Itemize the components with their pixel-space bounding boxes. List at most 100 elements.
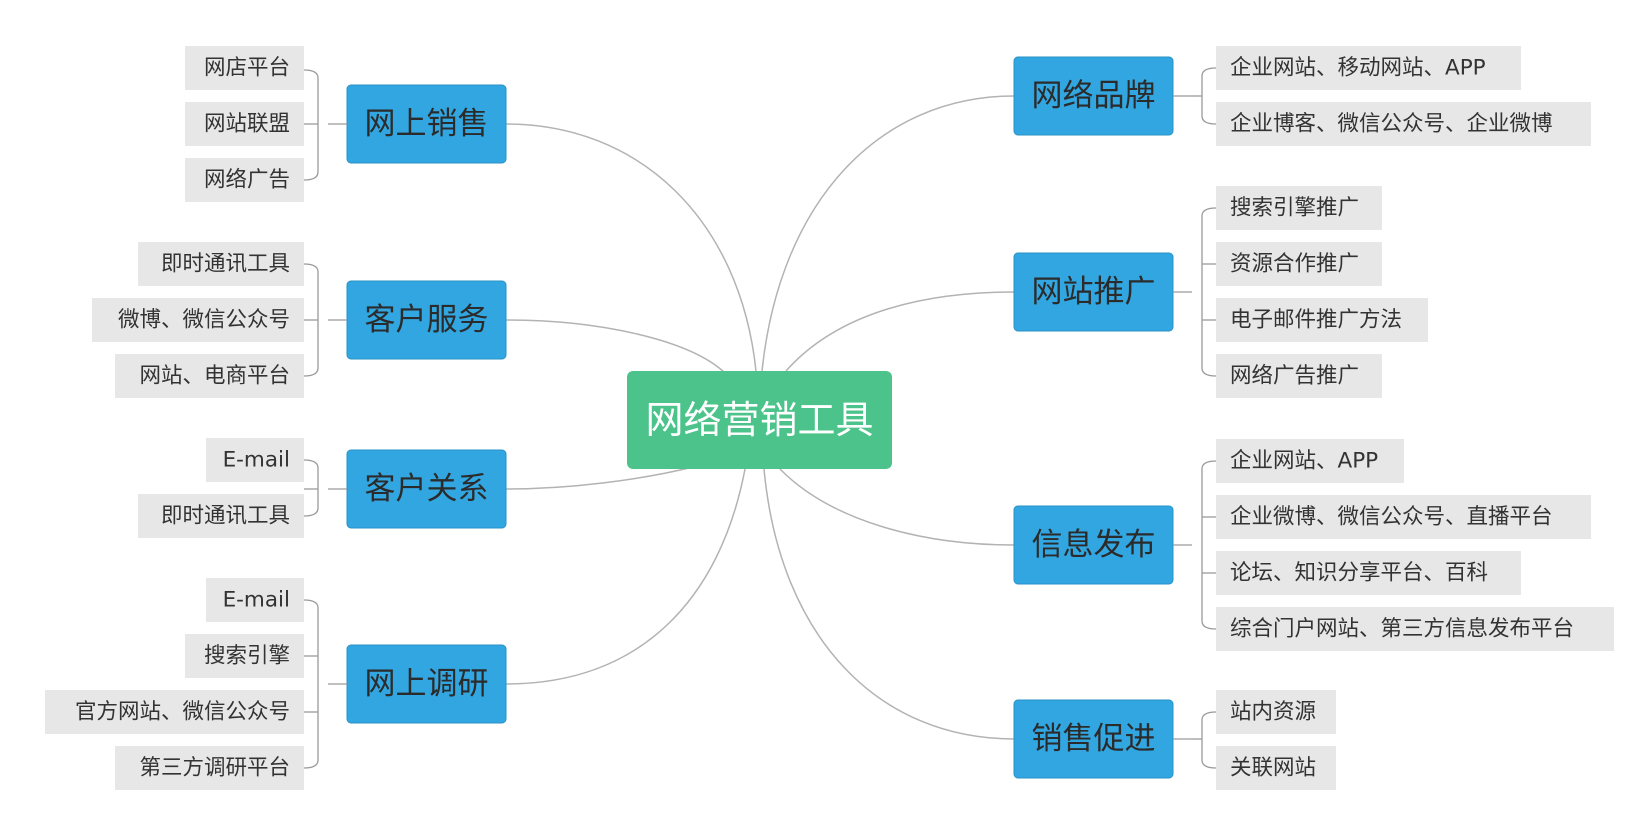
bracket-online-research — [303, 599, 347, 769]
leaf-label: 综合门户网站、第三方信息发布平台 — [1230, 617, 1574, 642]
branch-network-brand[interactable]: 网络品牌 — [1013, 56, 1174, 136]
leaf-box — [92, 298, 304, 342]
branch-sales-promotion[interactable]: 销售促进 — [1013, 699, 1174, 779]
branch-label: 销售促进 — [1032, 721, 1156, 757]
leaf-box — [185, 634, 304, 678]
leaf-node[interactable]: E-mail — [206, 578, 304, 622]
leaf-node[interactable]: 网络广告 — [185, 158, 304, 202]
leaf-node[interactable]: 网站、电商平台 — [115, 354, 304, 398]
branch-label: 网络品牌 — [1032, 78, 1156, 114]
leaf-label: 资源合作推广 — [1230, 252, 1359, 277]
leaf-node[interactable]: 即时通讯工具 — [138, 242, 304, 286]
leaf-node[interactable]: 官方网站、微信公众号 — [45, 690, 304, 734]
bracket-network-brand — [1173, 67, 1217, 125]
leaf-label: 关联网站 — [1230, 756, 1316, 781]
connector-website-promotion — [785, 291, 1015, 372]
leaf-box — [1216, 186, 1382, 230]
leaf-node[interactable]: 搜索引擎 — [185, 634, 304, 678]
leaf-node[interactable]: 企业网站、APP — [1216, 439, 1404, 483]
leaf-node[interactable]: 电子邮件推广方法 — [1216, 298, 1428, 342]
leaf-node[interactable]: 网站联盟 — [185, 102, 304, 146]
leaf-box — [138, 242, 304, 286]
leaf-node[interactable]: 站内资源 — [1216, 690, 1336, 734]
leaf-box — [1216, 607, 1614, 651]
bracket-customer-service — [303, 263, 347, 377]
bracket-line — [1201, 207, 1217, 377]
leaf-label: 网络广告推广 — [1230, 364, 1359, 389]
leaf-box — [1216, 690, 1336, 734]
leaf-box — [206, 578, 304, 622]
leaf-label: 电子邮件推广方法 — [1230, 308, 1402, 333]
leaf-node[interactable]: 综合门户网站、第三方信息发布平台 — [1216, 607, 1614, 651]
connector-layer — [505, 95, 1015, 740]
leaf-box — [185, 102, 304, 146]
leaf-node[interactable]: 网店平台 — [185, 46, 304, 90]
branch-customer-service[interactable]: 客户服务 — [346, 280, 507, 360]
connector-online-sales — [505, 123, 757, 372]
connector-customer-service — [505, 319, 726, 374]
leaf-label: 企业微博、微信公众号、直播平台 — [1230, 505, 1553, 530]
leaf-node[interactable]: 搜索引擎推广 — [1216, 186, 1382, 230]
leaf-node[interactable]: 企业网站、移动网站、APP — [1216, 46, 1521, 90]
bracket-online-sales — [303, 69, 347, 181]
leaf-node[interactable]: 网络广告推广 — [1216, 354, 1382, 398]
leaf-box — [1216, 298, 1428, 342]
leaf-node[interactable]: E-mail — [206, 438, 304, 482]
branch-label: 网上销售 — [365, 106, 489, 142]
leaf-node[interactable]: 即时通讯工具 — [138, 494, 304, 538]
leaf-label: 网络广告 — [204, 168, 290, 193]
branch-customer-relations[interactable]: 客户关系 — [346, 449, 507, 529]
branch-label: 信息发布 — [1032, 527, 1156, 563]
bracket-website-promotion — [1173, 207, 1217, 377]
bracket-line — [1201, 460, 1217, 630]
leaf-label: E-mail — [223, 448, 290, 473]
bracket-customer-relations — [303, 459, 347, 517]
leaf-node[interactable]: 论坛、知识分享平台、百科 — [1216, 551, 1521, 595]
leaf-label: 第三方调研平台 — [139, 756, 290, 781]
bracket-info-release — [1173, 460, 1217, 630]
branch-online-research[interactable]: 网上调研 — [346, 644, 507, 724]
leaf-label: 搜索引擎 — [204, 644, 290, 669]
leaf-box — [1216, 102, 1591, 146]
leaf-label: 企业网站、APP — [1230, 449, 1378, 474]
leaf-node[interactable]: 关联网站 — [1216, 746, 1336, 790]
branch-label: 网上调研 — [365, 666, 489, 702]
leaf-label: 论坛、知识分享平台、百科 — [1230, 561, 1488, 586]
leaf-box — [1216, 354, 1382, 398]
bracket-line — [1201, 67, 1217, 125]
leaf-box — [1216, 746, 1336, 790]
leaf-label: 官方网站、微信公众号 — [75, 700, 290, 725]
leaf-box — [45, 690, 304, 734]
leaf-node[interactable]: 企业博客、微信公众号、企业微博 — [1216, 102, 1591, 146]
connector-online-research — [505, 468, 746, 685]
leaf-label: 即时通讯工具 — [161, 252, 290, 277]
branch-online-sales[interactable]: 网上销售 — [346, 84, 507, 164]
leaf-node[interactable]: 第三方调研平台 — [115, 746, 304, 790]
leaf-box — [1216, 242, 1382, 286]
branch-label: 客户关系 — [365, 471, 489, 507]
leaf-node[interactable]: 微博、微信公众号 — [92, 298, 304, 342]
branch-website-promotion[interactable]: 网站推广 — [1013, 252, 1174, 332]
leaf-box — [1216, 439, 1404, 483]
leaf-box — [1216, 46, 1521, 90]
leaf-box — [1216, 495, 1591, 539]
leaf-box — [115, 746, 304, 790]
leaf-box — [206, 438, 304, 482]
branch-info-release[interactable]: 信息发布 — [1013, 505, 1174, 585]
root-node-box — [627, 371, 892, 469]
root-node-label: 网络营销工具 — [645, 398, 873, 442]
bracket-sales-promotion — [1173, 711, 1217, 769]
connector-network-brand — [761, 95, 1015, 372]
branch-label: 网站推广 — [1032, 274, 1156, 310]
leaf-node[interactable]: 企业微博、微信公众号、直播平台 — [1216, 495, 1591, 539]
bracket-line — [303, 69, 319, 181]
connector-customer-relations — [505, 466, 694, 490]
leaf-box — [1216, 551, 1521, 595]
leaf-label: 企业博客、微信公众号、企业微博 — [1230, 112, 1553, 137]
leaf-label: 企业网站、移动网站、APP — [1230, 56, 1486, 81]
root-node[interactable]: 网络营销工具 — [627, 371, 892, 469]
leaf-node[interactable]: 资源合作推广 — [1216, 242, 1382, 286]
leaf-label: 网店平台 — [204, 56, 290, 81]
leaf-label: 网站联盟 — [204, 112, 290, 137]
